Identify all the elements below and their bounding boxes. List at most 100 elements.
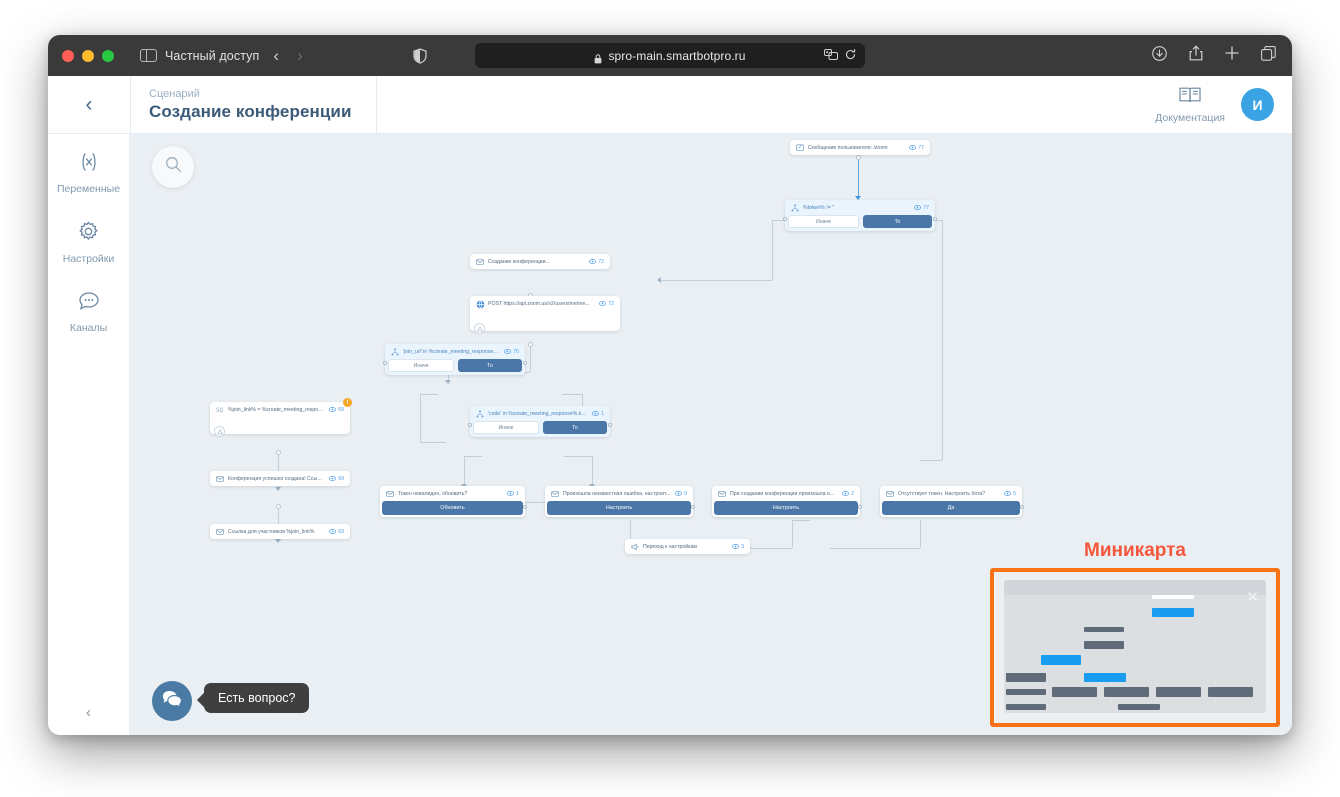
chat-widget-button[interactable] bbox=[152, 681, 192, 721]
edge-dot bbox=[275, 504, 281, 509]
node-title: 'code' in %create_meeting_response%.keys… bbox=[488, 410, 589, 417]
flow-node-conference-created[interactable]: Конференция успешно создана! Ссылка д...… bbox=[210, 471, 350, 486]
flow-node-api-request[interactable]: POST https://api.zoom.us/v2/users/me/me.… bbox=[470, 296, 620, 331]
eye-icon bbox=[592, 411, 600, 416]
sidebar-item-label: Переменные bbox=[56, 183, 121, 195]
avatar[interactable]: И bbox=[1241, 88, 1274, 121]
maximize-window-button[interactable] bbox=[102, 49, 114, 62]
search-icon bbox=[165, 156, 182, 178]
minimap-node-bar bbox=[1006, 704, 1046, 710]
minimap-node-bar bbox=[1041, 655, 1081, 665]
mail-icon bbox=[216, 528, 224, 536]
minimize-window-button[interactable] bbox=[82, 49, 94, 62]
count-value: 77 bbox=[923, 204, 929, 211]
branch-else[interactable]: Иначе bbox=[388, 359, 454, 372]
flow-node-set-joinlink[interactable]: SQ %join_link% = %create_meeting_respons… bbox=[210, 402, 350, 434]
node-view-count: 2 bbox=[842, 491, 854, 497]
sidebar-toggle-icon[interactable] bbox=[140, 49, 157, 62]
address-bar-actions[interactable] bbox=[824, 47, 856, 65]
flow-node-condition-code[interactable]: 'code' in %create_meeting_response%.keys… bbox=[470, 406, 610, 437]
count-value: 2 bbox=[851, 490, 854, 497]
browser-toolbar-right[interactable] bbox=[1152, 45, 1276, 66]
edge bbox=[732, 548, 792, 549]
close-window-button[interactable] bbox=[62, 49, 74, 62]
app-back-button[interactable]: ‹ bbox=[85, 92, 93, 116]
sidebar-item-variables[interactable]: Переменные bbox=[48, 152, 129, 195]
eye-icon bbox=[504, 349, 512, 354]
sidebar-collapse-button[interactable]: ‹ bbox=[86, 704, 91, 721]
edge bbox=[420, 442, 446, 443]
node-action-button[interactable]: Настроить bbox=[547, 501, 691, 515]
node-action-button[interactable]: Обновить bbox=[382, 501, 523, 515]
share-icon[interactable] bbox=[1189, 45, 1203, 66]
node-title: %token% != '' bbox=[803, 204, 835, 211]
browser-back-button[interactable]: ‹ bbox=[273, 46, 280, 65]
branch-else[interactable]: Иначе bbox=[473, 421, 539, 434]
flow-node-message-user[interactable]: Сообщение пользователя: /zoom 77 bbox=[790, 140, 930, 155]
node-view-count: 69 bbox=[329, 476, 344, 482]
mail-icon bbox=[386, 490, 394, 498]
canvas-search-button[interactable] bbox=[152, 146, 194, 188]
node-view-count: 72 bbox=[589, 259, 604, 265]
browser-forward-button[interactable]: › bbox=[297, 46, 303, 65]
flow-node-unknown-error[interactable]: Произошла неизвестная ошибка, настроит..… bbox=[545, 486, 693, 517]
condition-icon bbox=[791, 203, 799, 212]
tab-overview-icon[interactable] bbox=[1261, 45, 1276, 66]
flow-node-no-token[interactable]: Отсутствует токен. Настроить бота? 5 Да bbox=[880, 486, 1022, 517]
documentation-link[interactable]: Документация bbox=[1155, 86, 1225, 124]
window-controls[interactable] bbox=[62, 49, 114, 62]
count-value: 0 bbox=[684, 490, 687, 497]
minimap-node-bar bbox=[1006, 689, 1046, 695]
node-action-button[interactable]: Да bbox=[882, 501, 1020, 515]
edge bbox=[920, 460, 942, 461]
minimap-node-bar bbox=[1152, 608, 1194, 617]
mail-icon bbox=[216, 475, 224, 483]
mail-icon bbox=[551, 490, 559, 498]
node-title: Произошла неизвестная ошибка, настроит..… bbox=[563, 490, 671, 497]
flow-node-condition-token[interactable]: %token% != '' 77 Иначе То bbox=[785, 200, 935, 231]
svg-text:SQ: SQ bbox=[216, 408, 223, 414]
branch-then[interactable]: То bbox=[543, 421, 607, 434]
branch-then[interactable]: То bbox=[458, 359, 522, 372]
flow-node-condition-joinurl[interactable]: 'join_url' in %create_meeting_response%.… bbox=[385, 344, 525, 375]
edge bbox=[464, 456, 482, 457]
flow-node-jump-to-settings[interactable]: Переход к настройкам 3 bbox=[625, 539, 750, 554]
branch-else[interactable]: Иначе bbox=[788, 215, 859, 228]
minimap-node-bar bbox=[1156, 687, 1201, 697]
private-browsing-indicator[interactable]: Частный доступ bbox=[140, 49, 259, 63]
flow-node-creating-conference[interactable]: Создание конференции... 72 bbox=[470, 254, 610, 269]
minimap-close-button[interactable]: ✕ bbox=[1246, 589, 1259, 606]
shield-icon[interactable] bbox=[413, 47, 427, 64]
new-tab-icon[interactable] bbox=[1225, 46, 1239, 65]
flow-node-participant-link[interactable]: Ссылка для участников %join_link% 69 bbox=[210, 524, 350, 539]
sidebar-item-settings[interactable]: Настройки bbox=[48, 221, 129, 265]
node-view-count: 1 bbox=[507, 491, 519, 497]
sidebar-item-channels[interactable]: Каналы bbox=[48, 291, 129, 334]
mail-icon bbox=[886, 490, 894, 498]
edge-arrow bbox=[854, 196, 861, 200]
eye-icon bbox=[909, 145, 917, 150]
edge bbox=[420, 394, 421, 442]
edge bbox=[660, 280, 772, 281]
minimap[interactable]: ✕ bbox=[1004, 580, 1266, 713]
node-header: POST https://api.zoom.us/v2/users/me/me.… bbox=[470, 296, 620, 311]
node-title: Токен невалиден, обновить? bbox=[398, 490, 468, 497]
edge-dot bbox=[527, 342, 533, 347]
node-header: Создание конференции... 72 bbox=[470, 254, 610, 269]
left-sidebar: Переменные Настройки Каналы ‹ bbox=[48, 134, 130, 735]
branch-then[interactable]: То bbox=[863, 215, 932, 228]
flow-canvas[interactable]: Сообщение пользователя: /zoom 77 bbox=[130, 134, 1292, 735]
flow-node-token-invalid[interactable]: Токен невалиден, обновить? 1 Обновить bbox=[380, 486, 525, 517]
reload-icon[interactable] bbox=[845, 47, 856, 65]
downloads-icon[interactable] bbox=[1152, 45, 1167, 66]
node-view-count: 77 bbox=[909, 145, 924, 151]
chat-tooltip[interactable]: Есть вопрос? bbox=[204, 683, 310, 713]
node-action-button[interactable]: Настроить bbox=[714, 501, 858, 515]
minimap-header bbox=[1004, 580, 1266, 595]
address-bar[interactable]: spro-main.smartbotpro.ru bbox=[475, 43, 865, 68]
extensions-icon[interactable] bbox=[824, 47, 838, 65]
eye-icon bbox=[842, 491, 850, 496]
node-header: Отсутствует токен. Настроить бота? 5 bbox=[880, 486, 1022, 501]
flow-node-conference-error[interactable]: При создании конференции произошла о... … bbox=[712, 486, 860, 517]
edge bbox=[564, 456, 592, 457]
